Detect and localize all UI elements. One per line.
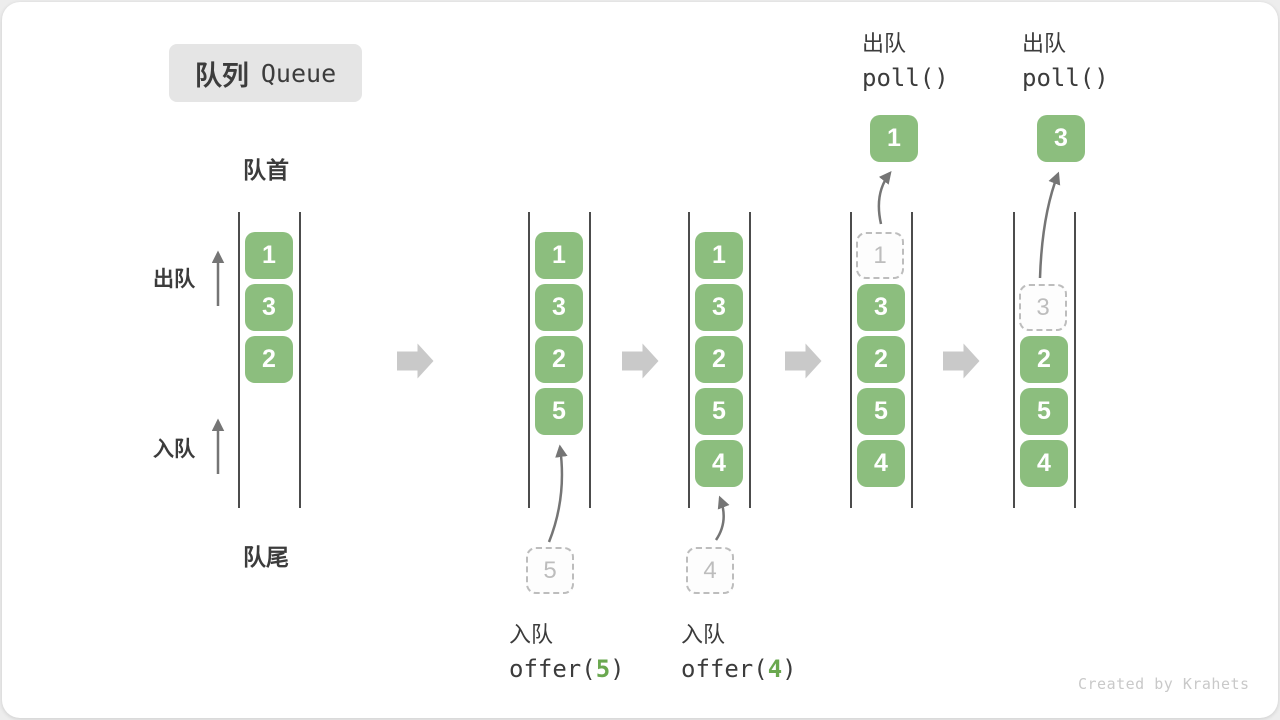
incoming-item-ghost: 5 — [526, 547, 574, 594]
enqueue-caption: 入队 offer(4) — [681, 617, 797, 687]
dequeue-direction-label: 出队 — [153, 268, 195, 291]
queue-item: 2 — [245, 336, 293, 383]
caption-code: poll() — [1022, 64, 1109, 92]
queue-item: 2 — [1020, 336, 1068, 383]
caption-action: 出队 — [1022, 31, 1067, 56]
queue-item: 5 — [535, 388, 583, 435]
queue-item: 2 — [535, 336, 583, 383]
queue-item: 5 — [1020, 388, 1068, 435]
code-text: offer( — [509, 655, 596, 683]
queue-wall-line — [1013, 212, 1015, 508]
queue-item: 4 — [1020, 440, 1068, 487]
queue-wall-line — [589, 212, 591, 508]
enqueue-direction-label: 入队 — [153, 438, 195, 461]
queue-wall-line — [1074, 212, 1076, 508]
queue-rear-label: 队尾 — [243, 544, 289, 570]
title-zh: 队列 — [194, 60, 249, 91]
code-text: ) — [610, 655, 625, 683]
dequeued-slot-ghost: 3 — [1019, 284, 1067, 331]
caption-action: 入队 — [509, 622, 554, 647]
queue-item: 5 — [695, 388, 743, 435]
incoming-item-ghost: 4 — [686, 547, 734, 594]
queue-item: 3 — [245, 284, 293, 331]
queue-front-label: 队首 — [243, 157, 289, 183]
queue-wall-line — [911, 212, 913, 508]
caption-code: offer(5) — [509, 652, 625, 687]
dequeued-item: 1 — [870, 115, 918, 162]
queue-item: 3 — [857, 284, 905, 331]
title-box: 队列 Queue — [169, 44, 362, 102]
code-text: ) — [782, 655, 797, 683]
queue-item: 2 — [857, 336, 905, 383]
queue-item: 2 — [695, 336, 743, 383]
enqueue-caption: 入队 offer(5) — [509, 617, 625, 687]
step-arrow-icon — [943, 343, 980, 379]
queue-item: 3 — [695, 284, 743, 331]
dequeued-item: 3 — [1037, 115, 1085, 162]
queue-wall-line — [299, 212, 301, 508]
caption-code: poll() — [862, 64, 949, 92]
queue-item: 1 — [695, 232, 743, 279]
queue-item: 1 — [535, 232, 583, 279]
queue-item: 3 — [535, 284, 583, 331]
code-text: offer( — [681, 655, 768, 683]
queue-item: 4 — [695, 440, 743, 487]
dequeued-slot-ghost: 1 — [856, 232, 904, 279]
title-en: Queue — [260, 58, 337, 88]
queue-item: 4 — [857, 440, 905, 487]
dequeue-caption: 出队 poll() — [862, 26, 949, 96]
watermark: Created by Krahets — [1078, 675, 1250, 693]
code-arg: 5 — [595, 655, 611, 683]
queue-wall-line — [749, 212, 751, 508]
code-arg: 4 — [767, 655, 783, 683]
caption-action: 入队 — [681, 622, 726, 647]
dequeue-caption: 出队 poll() — [1022, 26, 1109, 96]
queue-wall-line — [528, 212, 530, 508]
caption-code: offer(4) — [681, 652, 797, 687]
queue-item: 1 — [245, 232, 293, 279]
step-arrow-icon — [397, 343, 434, 379]
caption-action: 出队 — [862, 31, 907, 56]
queue-item: 5 — [857, 388, 905, 435]
step-arrow-icon — [622, 343, 659, 379]
step-arrow-icon — [785, 343, 822, 379]
queue-wall-line — [850, 212, 852, 508]
queue-wall-line — [688, 212, 690, 508]
queue-wall-line — [238, 212, 240, 508]
